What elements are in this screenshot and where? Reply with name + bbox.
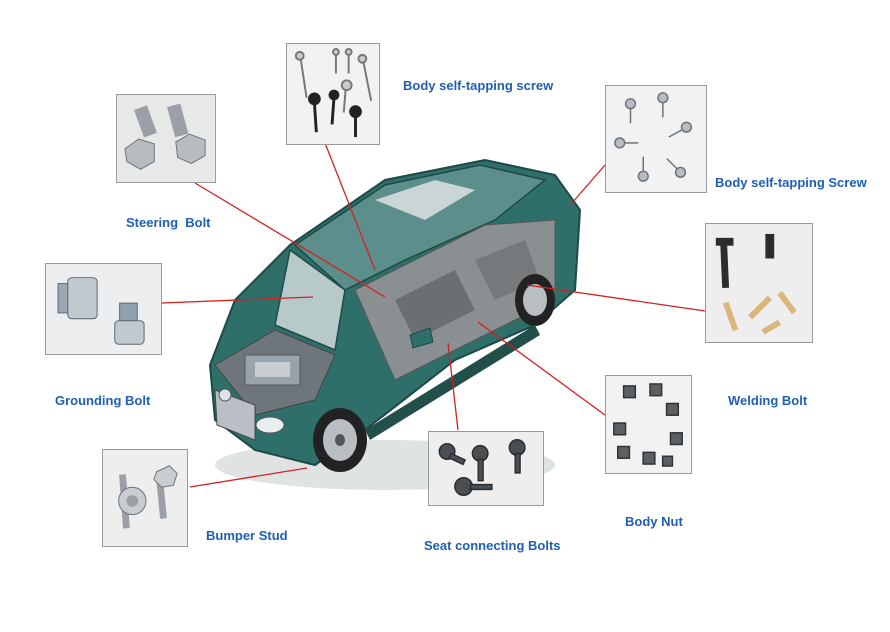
label-grounding-bolt: Grounding Bolt (55, 393, 151, 408)
label-body-self-tapping-screw-right: Body self-tapping Screw (715, 175, 867, 190)
thumb-seat-connecting-bolts (428, 431, 544, 506)
label-body-nut: Body Nut (625, 514, 683, 529)
thumb-body-self-tapping-screw-top (286, 43, 380, 145)
thumb-body-nut (605, 375, 692, 474)
thumb-welding-bolt (705, 223, 813, 343)
label-seat-connecting-bolts: Seat connecting Bolts (424, 538, 561, 553)
label-welding-bolt: Welding Bolt (728, 393, 808, 408)
label-steering-bolt: Steering Bolt (126, 215, 211, 230)
thumb-body-self-tapping-screw-right (605, 85, 707, 193)
thumb-steering-bolt (116, 94, 216, 183)
thumb-bumper-stud (102, 449, 188, 547)
label-bumper-stud: Bumper Stud (206, 528, 288, 543)
label-body-self-tapping-screw-top: Body self-tapping screw (403, 78, 554, 93)
thumb-grounding-bolt (45, 263, 162, 355)
